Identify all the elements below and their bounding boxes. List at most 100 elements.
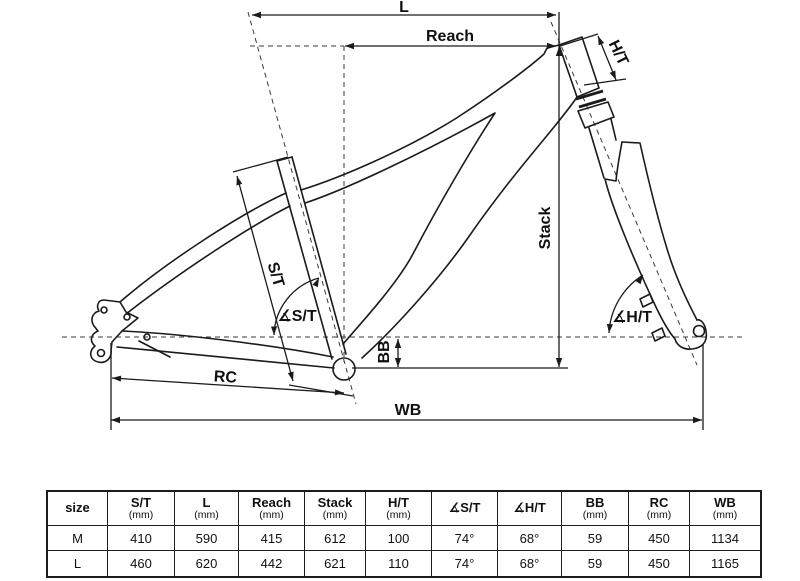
ht-angle-label: ∡H/T: [612, 309, 652, 326]
dimension-wheelbase: WB: [111, 344, 704, 430]
table-cell: 110: [366, 551, 432, 576]
dimension-l: L: [252, 0, 556, 19]
seat-tube-axis: [247, 11, 357, 405]
table-cell: 410: [108, 526, 175, 551]
dimension-st-angle: ∡S/T: [271, 277, 320, 336]
ht-extension-top: [559, 33, 599, 47]
ht-extension-bottom: [583, 78, 627, 86]
top-tube-headtube-downtube-outline: [300, 36, 600, 359]
construction-lines: [62, 11, 745, 405]
header-label: BB: [585, 495, 605, 511]
st-extension-top: [232, 156, 289, 173]
header-label: L: [202, 495, 211, 511]
header-label: RC: [649, 495, 669, 511]
seat-stay-lower: [125, 205, 291, 315]
arrow-reach-right: [547, 42, 556, 50]
steerer-axis: [550, 21, 698, 366]
header-cell-st-angle: ∡S/T: [432, 492, 498, 526]
fork-stanchion-left: [588, 127, 605, 179]
rc-label: RC: [213, 368, 238, 387]
table-cell: 1134: [690, 526, 760, 551]
table-cell: 68°: [498, 551, 562, 576]
header-label: ∡S/T: [448, 500, 481, 516]
geometry-diagram: L Reach Stack H/T: [62, 0, 745, 430]
l-label: L: [399, 0, 409, 16]
dimension-ht-angle: ∡H/T: [606, 274, 652, 334]
arrow-bb-bottom: [394, 358, 402, 367]
table-cell: 74°: [432, 551, 498, 576]
bike-frame-drawing: [89, 36, 600, 381]
arrow-st-bottom: [287, 371, 294, 381]
arrow-ht-bottom: [609, 70, 616, 80]
fork-lowerleg-right-edge: [621, 141, 698, 321]
frame-cutout-triangle: [304, 112, 496, 345]
arrow-stack-bottom: [555, 358, 563, 367]
header-cell-rc: RC(mm): [629, 492, 690, 526]
fork-drawing: [575, 89, 708, 350]
headset-race-lower: [578, 97, 607, 109]
front-axle-circle: [692, 324, 706, 338]
header-cell-l: L(mm): [175, 492, 239, 526]
header-unit: (mm): [322, 509, 348, 522]
header-unit: (mm): [582, 509, 608, 522]
headset-race-upper: [575, 89, 604, 101]
arrow-wb-left: [111, 416, 120, 424]
table-cell: L: [48, 551, 108, 576]
fork-stanchion-right: [610, 118, 617, 141]
brake-mount-tab-1: [639, 293, 654, 308]
table-cell: 59: [562, 551, 629, 576]
header-label: Stack: [317, 495, 353, 511]
table-cell: 74°: [432, 526, 498, 551]
fork-crown: [577, 101, 615, 129]
seat-tube-top-cap: [276, 156, 293, 162]
table-cell: 1165: [711, 556, 739, 571]
header-unit: (mm): [259, 509, 284, 522]
table-cell: 620: [175, 551, 239, 576]
header-label: H/T: [388, 495, 409, 511]
header-cell-size: size: [48, 492, 108, 526]
table-cell: 442: [239, 551, 305, 576]
seat-stay-upper: [119, 192, 287, 303]
header-cell-ht: H/T(mm): [366, 492, 432, 526]
header-unit: (mm): [712, 509, 738, 522]
table-cell: 415: [239, 526, 305, 551]
table-cell: 590: [175, 526, 239, 551]
st-label: S/T: [264, 260, 288, 289]
dimension-stack: Stack: [352, 12, 568, 369]
derailleur-hanger-hole: [96, 348, 106, 358]
dimension-bb-drop: BB: [376, 339, 402, 367]
bb-label: BB: [376, 340, 393, 363]
geometry-table: size S/T(mm) L(mm) Reach(mm) Stack(mm) H…: [46, 490, 762, 578]
st-angle-label: ∡S/T: [277, 308, 316, 325]
brake-mount-tab-2: [651, 327, 666, 342]
dropout-bolt-3: [143, 333, 151, 341]
header-cell-ht-angle: ∡H/T: [498, 492, 562, 526]
dimension-seat-tube: S/T: [232, 156, 354, 397]
header-unit: (mm): [386, 509, 411, 522]
table-cell: 450: [629, 551, 690, 576]
header-cell-st: S/T(mm): [108, 492, 175, 526]
arrow-st-angle-top: [312, 278, 319, 288]
table-cell: M: [48, 526, 108, 551]
arrow-st-angle-bottom: [271, 326, 278, 335]
table-cell: 450: [629, 526, 690, 551]
table-cell: 59: [562, 526, 629, 551]
dimension-reach: Reach: [345, 28, 556, 50]
arrow-reach-left: [345, 42, 354, 50]
arrow-ht-angle-top: [635, 275, 643, 285]
header-label: size: [65, 500, 90, 516]
wb-label: WB: [395, 402, 422, 419]
seat-tube-left-edge: [276, 160, 333, 360]
header-label: ∡H/T: [513, 500, 546, 516]
arrow-ht-angle-bottom: [606, 324, 613, 333]
arrow-wb-right: [693, 416, 702, 424]
chain-stay-lower: [116, 346, 335, 369]
dropout-gusset-line: [138, 340, 171, 358]
arrow-stack-top: [555, 47, 563, 56]
arrow-l-right: [547, 11, 556, 19]
header-label: S/T: [130, 495, 152, 511]
stack-label: Stack: [537, 207, 554, 250]
arrow-rc-left: [112, 375, 122, 382]
rear-dropout-plate: [89, 299, 139, 364]
header-unit: (mm): [194, 509, 219, 522]
